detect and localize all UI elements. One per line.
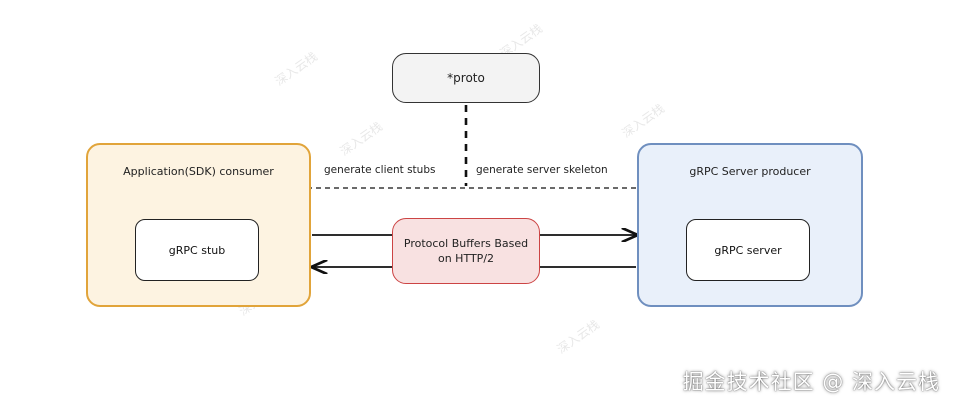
proto-node: *proto [392,53,540,103]
grpc-stub-node: gRPC stub [135,219,259,281]
protocol-label-line2: on HTTP/2 [437,252,495,265]
protocol-buffers-node: Protocol Buffers Based on HTTP/2 [392,218,540,284]
grpc-server-node: gRPC server [686,219,810,281]
proto-label: *proto [447,71,485,85]
consumer-group-label: Application(SDK) consumer [123,165,274,178]
grpc-server-label: gRPC server [714,243,782,257]
protocol-label-line1: Protocol Buffers Based [403,237,529,250]
client-stubs-label: generate client stubs [322,164,438,176]
footer-credit: 掘金技术社区 @ 深入云栈 [682,370,940,394]
grpc-stub-label: gRPC stub [168,243,226,257]
server-skeleton-label: generate server skeleton [474,164,610,176]
producer-group-label: gRPC Server producer [689,165,811,178]
